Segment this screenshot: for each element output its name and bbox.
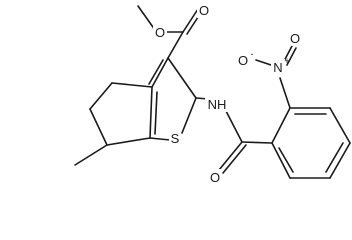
- bond-c3-c3a-b: [148, 59, 164, 85]
- bond-amide-c-o-b: [222, 144, 247, 174]
- bond-ar2-nitro-n: [279, 77, 291, 109]
- bond-c6-methyl: [74, 144, 108, 166]
- bond-c4-c5: [89, 82, 113, 110]
- ester-oxygen-label: O: [155, 25, 165, 40]
- bond-aromatic-inner-2: [325, 142, 344, 173]
- bond-c2-s: [181, 97, 197, 134]
- structure-canvas: O O O - N + O S NH O: [74, 2, 351, 185]
- bond-s-c7a: [149, 137, 171, 141]
- ester-carbonyl-oxygen-label: O: [199, 3, 209, 18]
- thiophene-sulfur-label: S: [171, 131, 180, 146]
- bond-c3a-c4: [111, 82, 153, 88]
- nitro-oxygen-minus-label: O: [238, 53, 248, 68]
- nitro-minus-charge: -: [251, 49, 254, 59]
- bond-ar4-ar5: [329, 142, 351, 179]
- bond-c3a-c7a-b: [154, 91, 158, 135]
- bond-c3-c3a-a: [151, 57, 169, 88]
- bond-carbonyl-c3: [167, 31, 184, 59]
- bond-ar1-ar2: [271, 107, 291, 144]
- bond-c5-c6: [89, 108, 108, 146]
- bond-carbonyl-o-double-a: [182, 8, 199, 33]
- bond-c3-c2: [167, 57, 197, 99]
- bond-amide-c-benzene: [241, 141, 273, 144]
- molecule-drawing: O O O - N + O S NH O: [74, 2, 351, 185]
- bond-ar3-ar4: [329, 107, 351, 144]
- nitro-plus-charge: +: [284, 56, 289, 66]
- bond-c6-c7: [106, 137, 151, 146]
- bond-nh-carbonyl: [225, 110, 243, 143]
- bond-ar6-ar1: [271, 142, 291, 179]
- bond-nitro-n-o-double-b: [286, 47, 297, 66]
- bond-methyl-o: [137, 5, 156, 31]
- nitro-nitrogen-label: N: [273, 60, 282, 75]
- bond-aromatic-inner-3: [278, 147, 294, 173]
- amide-nh-label: NH: [208, 97, 227, 112]
- nitro-oxygen-double-label: O: [290, 31, 300, 46]
- bond-amide-c-o-a: [218, 141, 243, 171]
- amide-oxygen-label: O: [210, 170, 220, 185]
- bond-c3a-c7a-a: [149, 86, 153, 139]
